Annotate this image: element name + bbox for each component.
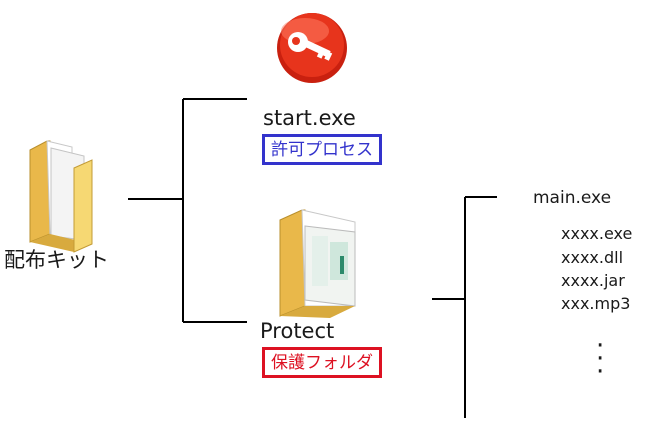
file-item: xxxx.dll	[561, 248, 624, 267]
protected-folder-tag: 保護フォルダ	[262, 347, 382, 378]
distribution-kit-label: 配布キット	[4, 248, 109, 272]
red-key-icon	[277, 13, 347, 83]
allowed-process-tag: 許可プロセス	[262, 134, 382, 165]
file-item: xxxx.exe	[561, 224, 633, 243]
connector-lines	[128, 98, 497, 418]
start-exe-label: start.exe	[263, 106, 356, 130]
more-items-ellipsis: ···	[596, 331, 605, 387]
protected-folder-icon	[279, 209, 356, 318]
main-exe-label: main.exe	[533, 188, 612, 208]
folder-icon	[29, 140, 93, 253]
file-item: xxx.mp3	[561, 294, 631, 313]
protect-folder-label: Protect	[260, 319, 335, 343]
file-item: xxxx.jar	[561, 271, 625, 290]
